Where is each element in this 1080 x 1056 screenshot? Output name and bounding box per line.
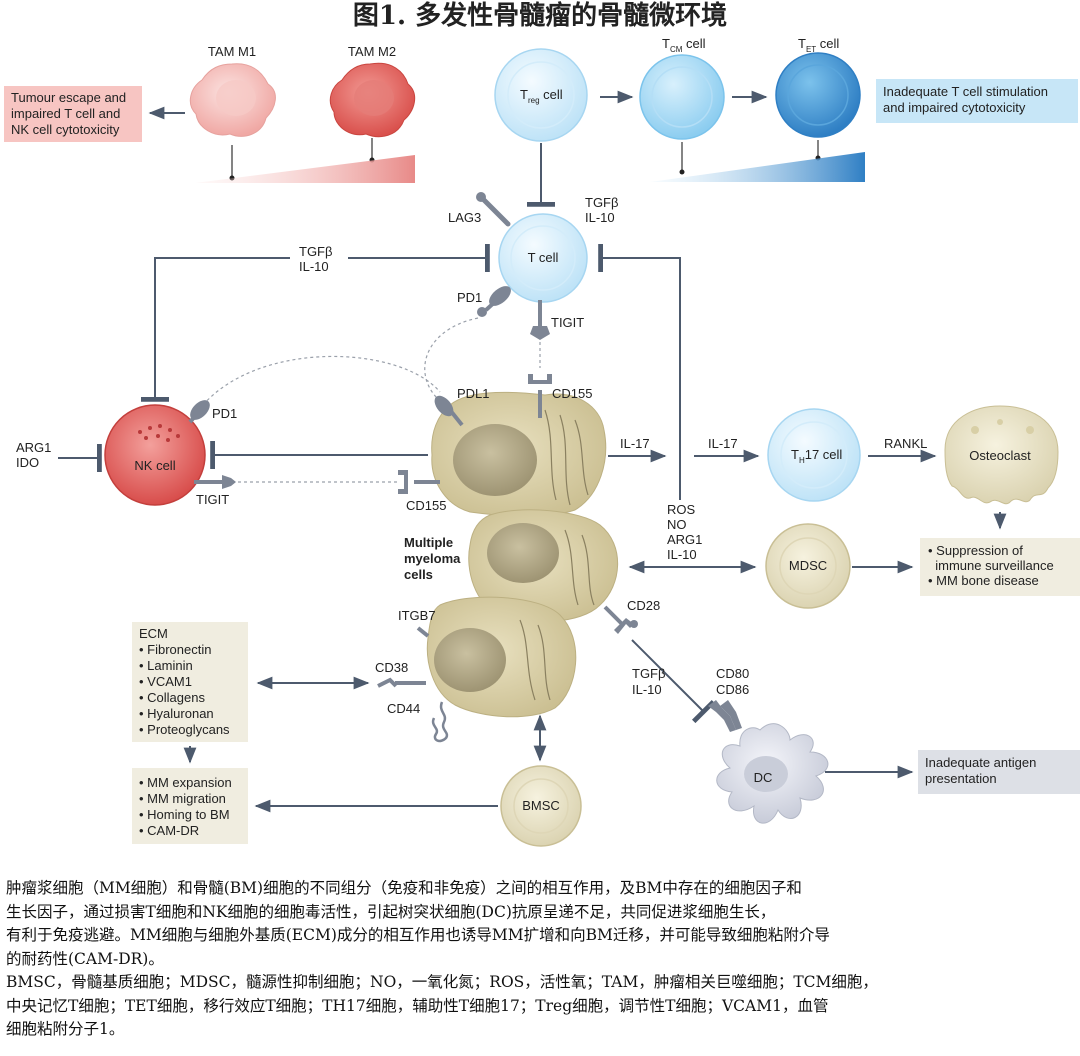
- rankl-label: RANKL: [884, 436, 927, 451]
- mdsc-label: MDSC: [789, 558, 827, 573]
- mm-cells-label: Multiple myeloma cells: [404, 535, 464, 582]
- mm-cell-top: [431, 391, 607, 517]
- t-cell-gradient-wedge: [650, 152, 865, 182]
- tcell-cytokines-label: TGFβ IL-10: [585, 195, 622, 225]
- mm-effects-box: [132, 768, 248, 844]
- caption-line-4: 的耐药性(CAM-DR)。: [6, 949, 164, 968]
- mm-effects-text: • MM expansion • MM migration • Homing t…: [139, 775, 235, 838]
- tam-m2-cell: [329, 62, 416, 138]
- dc-label: DC: [754, 770, 773, 785]
- tigit-nk-receptor: [194, 475, 236, 489]
- itgb7-label: ITGB7: [398, 608, 436, 623]
- itgb7-receptor: [416, 626, 430, 638]
- ros-labels: ROS NO ARG1 IL-10: [667, 502, 706, 562]
- cd44-label: CD44: [387, 701, 420, 716]
- suppression-text: • Suppression of immune surveillance • M…: [928, 543, 1057, 588]
- bmsc-label: BMSC: [522, 798, 560, 813]
- dc-cell: [716, 723, 829, 824]
- caption-line-6: 中央记忆T细胞；TET细胞，移行效应T细胞；TH17细胞，辅助性T细胞17；Tr…: [6, 996, 829, 1015]
- treg-cell: [494, 48, 588, 142]
- t-cell-label: T cell: [528, 250, 559, 265]
- tam-m2-label: TAM M2: [348, 44, 396, 59]
- cd80-cd86-label: CD80 CD86: [716, 666, 753, 697]
- th17-cell: [767, 408, 861, 502]
- tam-m1-label: TAM M1: [208, 44, 256, 59]
- mdsc-cell: [765, 523, 851, 609]
- inadequate-t-box: [876, 79, 1078, 123]
- t-cell: [498, 213, 588, 303]
- cd44-receptor: [431, 701, 449, 743]
- pd1-tcell-receptor: [477, 286, 511, 317]
- ecm-box: [132, 622, 248, 742]
- bmsc-cell: [500, 765, 582, 847]
- cd155-bottom-label: CD155: [406, 498, 446, 513]
- tumour-escape-text: Tumour escape and impaired T cell and NK…: [11, 90, 130, 137]
- figure-title: 图1. 多发性骨髓瘤的骨髓微环境: [353, 0, 727, 31]
- tcm-cell: [639, 54, 725, 140]
- caption-line-1: 肿瘤浆细胞（MM细胞）和骨髓(BM)细胞的不同组分（免疫和非免疫）之间的相互作用…: [6, 879, 802, 897]
- caption-line-3: 有利于免疫逃避。MM细胞与细胞外基质(ECM)成分的相互作用也诱导MM扩增和向B…: [6, 926, 830, 944]
- pd1-nk-receptor: [188, 400, 210, 424]
- tet-label: TET cell: [798, 36, 839, 54]
- tgfb-to-nk-inhibit: [141, 257, 405, 402]
- caption-line-7: 细胞粘附分子1。: [6, 1020, 125, 1038]
- pd1-tcell-label: PD1: [457, 290, 482, 305]
- pdl1-receptor: [434, 395, 464, 427]
- caption-line-5: BMSC，骨髓基质细胞；MDSC，髓源性抑制细胞；NO，一氧化氮；ROS，活性氧…: [6, 973, 878, 991]
- antigen-text: Inadequate antigen presentation: [925, 755, 1040, 786]
- cd38-receptor: [377, 677, 426, 688]
- tumour-escape-box: [4, 86, 142, 142]
- cd155-top-receptor: [528, 374, 552, 418]
- inadequate-t-text: Inadequate T cell stimulation and impair…: [883, 84, 1052, 115]
- lag3-receptor: [476, 192, 511, 227]
- osteoclast-label: Osteoclast: [969, 448, 1031, 463]
- arg1-ido-label: ARG1 IDO: [16, 440, 55, 470]
- tigit-tcell-label: TIGIT: [551, 315, 584, 330]
- cd155-bottom-receptor: [398, 470, 440, 494]
- tigit-tcell-receptor: [530, 300, 550, 340]
- treg-label: Treg cell: [520, 87, 563, 105]
- cd155-top-label: CD155: [552, 386, 592, 401]
- cd80-receptor: [708, 700, 742, 732]
- tgfb-left-label: TGFβ IL-10: [299, 244, 336, 274]
- il17-label-a: IL-17: [620, 436, 650, 451]
- figure-caption: 肿瘤浆细胞（MM细胞）和骨髓(BM)细胞的不同组分（免疫和非免疫）之间的相互作用…: [0, 877, 1080, 1042]
- lag3-label: LAG3: [448, 210, 481, 225]
- il17-label-b: IL-17: [708, 436, 738, 451]
- tigit-nk-label: TIGIT: [196, 492, 229, 507]
- cd28-receptor: [603, 605, 638, 634]
- antigen-box: [918, 750, 1080, 794]
- cd28-label: CD28: [627, 598, 660, 613]
- osteoclast-cell: [944, 405, 1059, 505]
- nk-cell-label: NK cell: [134, 458, 175, 473]
- mm-inhibit-dc: [631, 639, 716, 724]
- caption-line-2: 生长因子，通过损害T细胞和NK细胞的细胞毒活性，引起树突状细胞(DC)抗原呈递不…: [6, 902, 776, 921]
- tet-cell: [775, 52, 861, 138]
- th17-label: TH17 cell: [791, 447, 842, 465]
- tcm-label: TCM cell: [662, 36, 706, 54]
- ecm-text: ECM • Fibronectin • Laminin • VCAM1 • Co…: [139, 626, 230, 737]
- nk-cell: [104, 404, 206, 506]
- pdl1-label: PDL1: [457, 386, 490, 401]
- mm-cell-middle: [468, 509, 619, 622]
- ros-to-tcell-inhibit: [598, 244, 681, 500]
- diagram-canvas: 图1. 多发性骨髓瘤的骨髓微环境 TAM M1 TAM M2 Tumour es…: [4, 0, 1080, 847]
- suppression-box: [920, 538, 1080, 596]
- tgfb-dc-label: TGFβ IL-10: [632, 666, 669, 697]
- pd1-nk-label: PD1: [212, 406, 237, 421]
- tam-gradient-wedge: [195, 155, 415, 183]
- cd38-label: CD38: [375, 660, 408, 675]
- mm-cell-bottom: [426, 596, 577, 718]
- tam-m1-cell: [189, 63, 276, 137]
